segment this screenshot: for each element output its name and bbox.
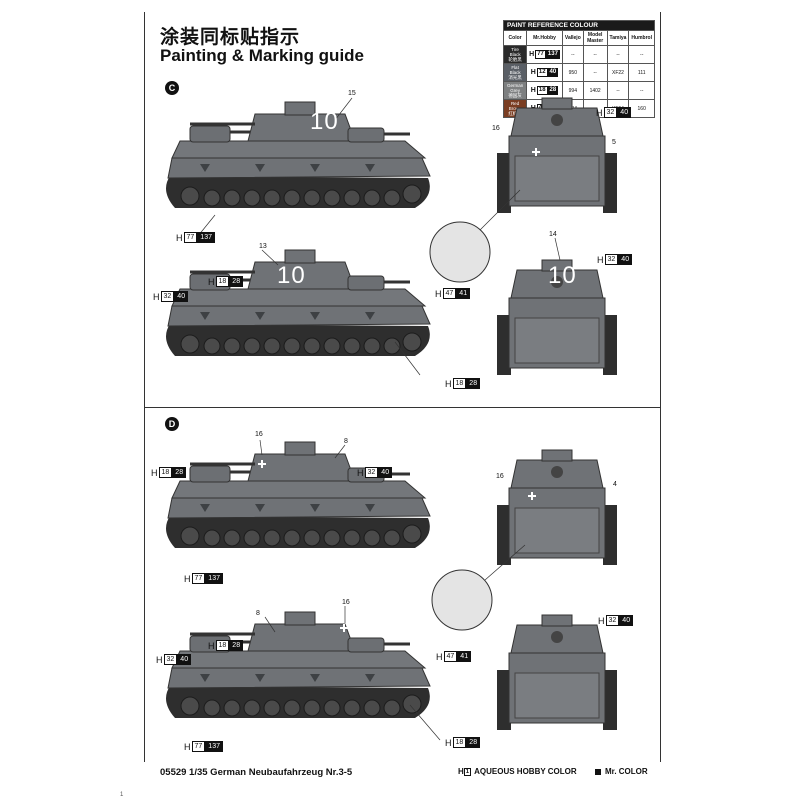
detail-circle-d [431, 569, 493, 631]
frame-divider [144, 407, 661, 408]
front-view-d2 [496, 614, 618, 731]
frame-left-top [144, 12, 145, 407]
turret-number-c1: 10 [310, 108, 339, 135]
legend-mr-color: Mr. COLOR [595, 767, 648, 776]
paint-table-header-row: Color Mr.Hobby Vallejo Model Master Tami… [502, 30, 655, 46]
page-title-cn: 涂装同标贴指示 [160, 26, 301, 48]
front-view-d1 [496, 449, 618, 566]
page-title-en: Painting & Marking guide [160, 46, 365, 65]
product-caption: 05529 1/35 German Neubaufahrzeug Nr.3-5 [160, 767, 353, 778]
decal-num: 8 [256, 610, 260, 617]
side-view-c1 [164, 100, 432, 210]
decal-num: 8 [344, 438, 348, 445]
decal-num: 13 [259, 243, 267, 250]
decal-num: 16 [255, 431, 263, 438]
decal-num: 15 [348, 90, 356, 97]
side-view-d2 [164, 610, 432, 720]
section-badge-c: C [165, 81, 179, 95]
frame-right-top [660, 12, 661, 407]
frame-left-bottom [144, 407, 145, 762]
side-view-d1 [164, 440, 432, 550]
turret-number-c2: 10 [277, 262, 306, 289]
decal-num: 16 [492, 125, 500, 132]
detail-circle-c [429, 221, 491, 283]
frame-right-bottom [660, 407, 661, 762]
page-number: 1 [120, 792, 124, 798]
turret-number-c-front: 10 [548, 262, 577, 289]
section-badge-d: D [165, 417, 179, 431]
decal-num: 4 [613, 481, 617, 488]
decal-num: 16 [496, 473, 504, 480]
decal-num: 16 [342, 599, 350, 606]
decal-num: 14 [549, 231, 557, 238]
decal-num: 5 [612, 139, 616, 146]
